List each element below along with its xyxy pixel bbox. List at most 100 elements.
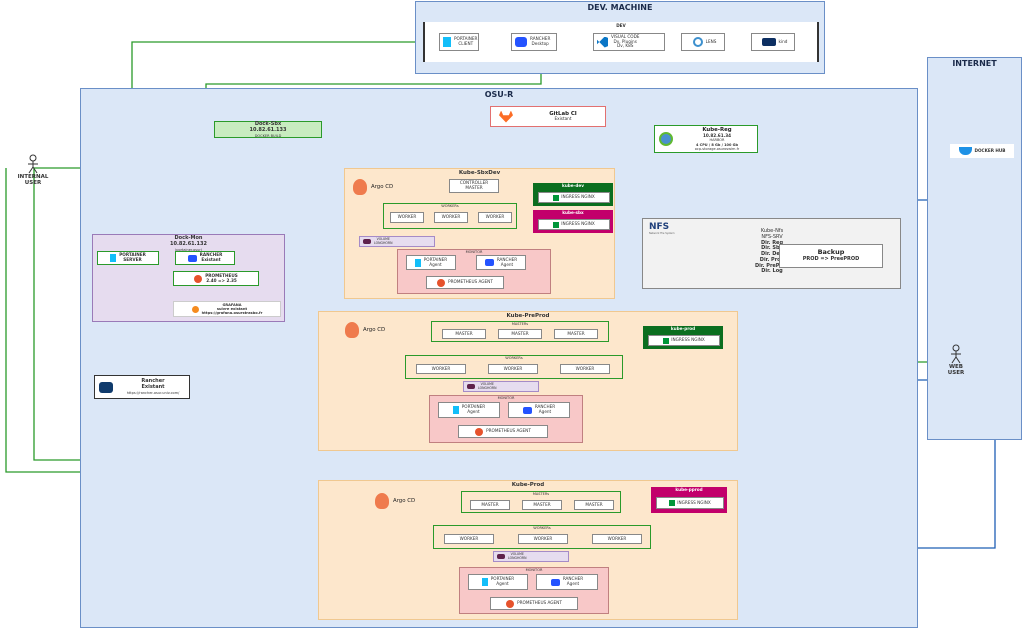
rancher-icon — [522, 406, 532, 414]
dock-mon-title: Dock-Mon — [174, 235, 203, 241]
prometheus-agent: PROMETHEUS AGENT — [458, 425, 548, 438]
kube-prod-label: kube-prod — [670, 326, 696, 331]
dev-machine-region: DEV. MACHINE DEV PORTAINER CLIENT RANCHE… — [415, 1, 825, 74]
argo-label: Argo CD — [371, 183, 394, 190]
volume-longhorn: VOLUME LONGHORN — [463, 381, 539, 392]
portainer-agent: PORTAINER Agent — [438, 402, 500, 418]
portainer-icon — [110, 254, 117, 262]
workers-group: WORKERs WORKER WORKER WORKER — [433, 525, 651, 549]
prometheus-icon — [506, 599, 515, 608]
master-label: MASTER — [567, 330, 585, 336]
portainer-server: PORTAINER SERVER — [97, 251, 159, 265]
controller-master: CONTROLLER MASTER — [449, 179, 499, 193]
prometheus-icon — [194, 274, 203, 283]
longhorn-icon — [497, 554, 505, 559]
gitlab-ci: GitLab CI Existant — [490, 106, 606, 127]
monitor-group: MONITOR PORTAINER Agent RANCHER Agent PR… — [429, 395, 583, 443]
argo-cd: Argo CD — [375, 491, 430, 511]
kube-sbx: kube-sbx INGRESS NGINX — [533, 210, 613, 233]
master-node: MASTER — [522, 500, 562, 510]
agent-label: RANCHER Agent — [534, 404, 556, 414]
kind-icon — [761, 38, 776, 46]
dock-mon-sub: (portainer.osur) — [174, 247, 203, 252]
nfs-logo-sub: Network File System — [649, 232, 675, 235]
ingress-label: INGRESS NGINX — [561, 221, 595, 227]
nfs-title: Kube-Nfs — [760, 228, 784, 234]
dev-tool-rancher: RANCHER Desktop — [511, 33, 557, 51]
kube-preprod: Kube-PreProd Argo CD MASTERs MASTER MAST… — [318, 311, 738, 451]
kube-reg: Kube-Reg 10.82.61.34 HARBOR 4 CPU / 8 Gb… — [654, 125, 758, 153]
worker-label: WORKER — [397, 214, 417, 220]
monitor-label: MONITOR — [497, 396, 515, 400]
master-node: MASTER — [442, 329, 486, 339]
dev-tool-kind: kind — [751, 33, 795, 51]
kube-reg-url: ocp-storage.osuroswim.fr — [694, 146, 740, 151]
monitor-label: MONITOR — [465, 250, 483, 254]
longhorn-icon — [467, 384, 475, 389]
dev-label: DEV — [616, 23, 626, 28]
worker-label: WORKER — [607, 535, 627, 541]
volume-longhorn: VOLUME LONGHORN — [493, 551, 569, 562]
worker-label: WORKER — [431, 365, 451, 371]
dock-sbx-sub: DOCKER BUILD — [254, 133, 282, 138]
agent-label: PROMETHEUS AGENT — [486, 428, 531, 434]
prometheus-agent: PROMETHEUS AGENT — [490, 597, 578, 610]
argo-icon — [353, 179, 367, 195]
volume-label: VOLUME LONGHORN — [508, 551, 527, 560]
osu-title: OSU-R — [484, 90, 514, 99]
rancher-ext-url: https://rancher-osur.univ.com/ — [126, 390, 180, 395]
kube-reg-sub: HARBOR — [709, 138, 725, 143]
master-label: MASTER — [481, 501, 499, 507]
harbor-icon — [659, 132, 673, 146]
worker-label: WORKER — [459, 535, 479, 541]
dev-tool-vscode: VISUAL CODE Dv, Plugins Dv, K8S — [593, 33, 665, 51]
worker-label: WORKER — [533, 535, 553, 541]
grafana-server-label: GRAFANA suivre existant https://grafana.… — [201, 302, 263, 316]
rancher-existant: Rancher Existant https://rancher-osur.un… — [94, 375, 190, 399]
rancher-icon — [484, 259, 494, 266]
nfs-dir: Dir. Prod — [759, 256, 785, 263]
dev-tool-portainer: PORTAINER CLIENT — [439, 33, 479, 51]
argo-cd: Argo CD — [345, 320, 400, 340]
nfs-dir: Dir. Reg — [760, 239, 784, 246]
rancher-icon — [99, 381, 113, 393]
docker-hub-label: DOCKER HUB — [974, 147, 1006, 153]
gitlab-icon — [499, 110, 513, 123]
rancher-server: RANCHER Existant — [175, 251, 235, 265]
nfs-backup: Backup PROD => PreePROD — [779, 244, 883, 268]
kube-reg-title: Kube-Reg — [702, 127, 732, 134]
master-label: MASTER — [511, 330, 529, 336]
rancher-icon — [187, 254, 197, 262]
dev-machine-title: DEV. MACHINE — [587, 3, 653, 12]
dock-mon-ip: 10.82.61.132 — [169, 240, 207, 247]
masters-label: MASTERs — [532, 492, 550, 496]
nginx-icon — [553, 194, 560, 201]
workers-label: WORKERs — [533, 526, 551, 530]
internet-region: INTERNET DOCKER HUB — [927, 57, 1022, 440]
portainer-agent: PORTAINER Agent — [468, 574, 528, 590]
portainer-server-label: PORTAINER SERVER — [119, 252, 146, 262]
nfs-dir: Dir. Sbx — [761, 245, 783, 252]
nfs-logo: NFS Network File System — [649, 222, 689, 235]
kube-reg-ip: 10.82.61.34 — [702, 132, 732, 138]
nfs-sub: NFS-SRV — [761, 233, 783, 240]
master-node: MASTER — [554, 329, 598, 339]
worker-node: WORKER — [390, 212, 424, 223]
lens-icon — [692, 37, 703, 47]
rancher-icon — [550, 578, 560, 586]
ingress-label: INGRESS NGINX — [677, 499, 711, 505]
prometheus-server: PROMETHEUS 2.40 => 2.35 — [173, 271, 259, 286]
nginx-icon — [553, 221, 560, 228]
ingress-label: INGRESS NGINX — [671, 337, 705, 343]
backup-sub: PROD => PreePROD — [802, 255, 860, 262]
portainer-icon — [452, 406, 459, 414]
worker-node: WORKER — [434, 212, 468, 223]
dev-tool-lens: LENS — [681, 33, 725, 51]
prometheus-icon — [475, 427, 484, 436]
worker-label: WORKER — [575, 365, 595, 371]
kube-prod-title: Kube-Prod — [511, 482, 545, 488]
ingress-nginx: INGRESS NGINX — [656, 497, 724, 509]
longhorn-icon — [363, 239, 371, 244]
portainer-agent: PORTAINER Agent — [406, 255, 456, 270]
kube-sbx-label: kube-sbx — [562, 210, 584, 215]
